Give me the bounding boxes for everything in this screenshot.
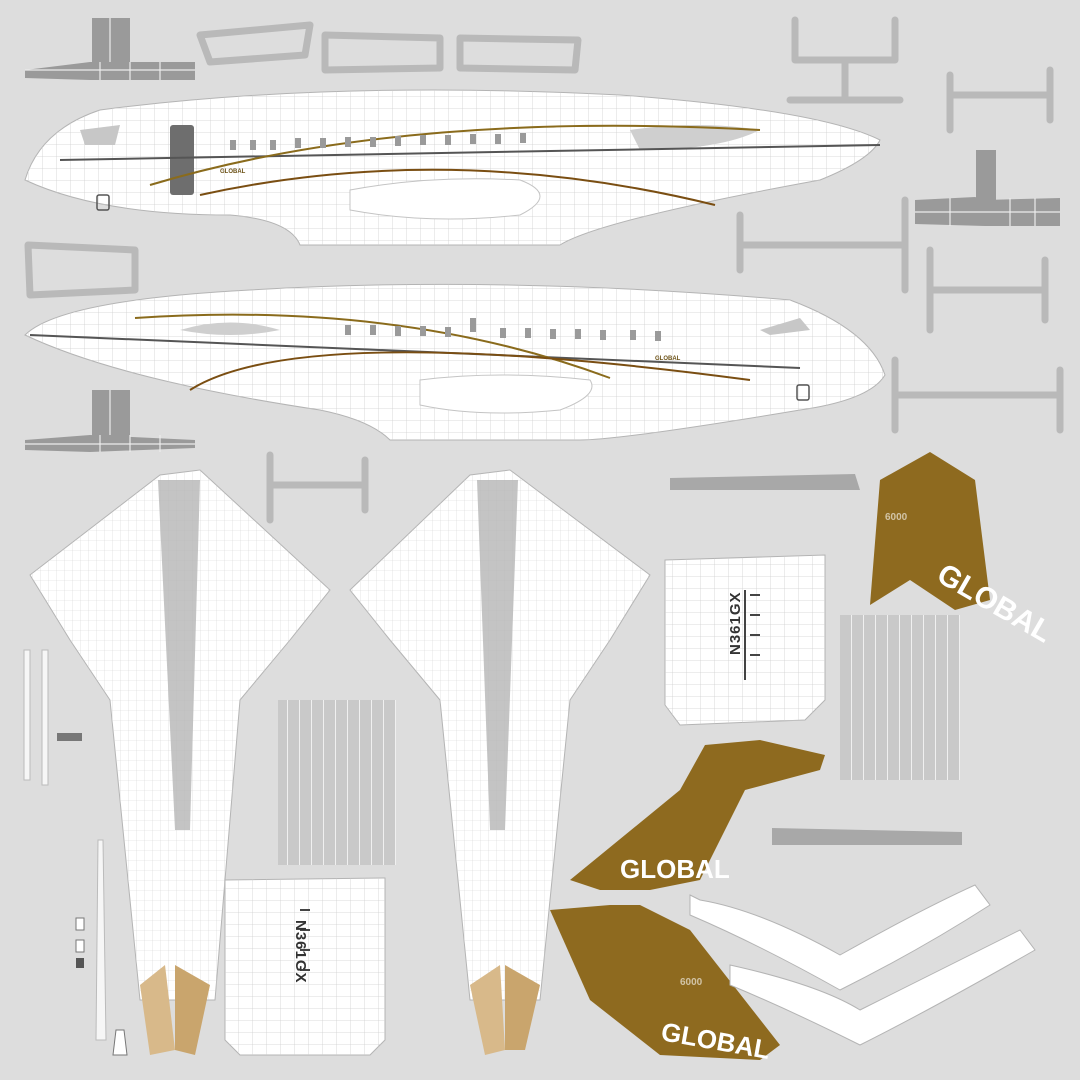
- wing-right: [349, 469, 651, 1055]
- fuselage-right: GLOBAL: [24, 283, 886, 441]
- strut-top: [670, 474, 860, 490]
- engine-nacelle-left: N361GX: [224, 877, 386, 1056]
- panel-texture-right: [840, 615, 960, 780]
- tail-fin-bottom: GLOBAL 6000: [550, 905, 780, 1065]
- window-row-top: [230, 133, 526, 150]
- fuselage-brand-left: GLOBAL: [220, 169, 246, 175]
- fuselage-brand-right: GLOBAL: [655, 356, 681, 362]
- panel-texture-left: [278, 700, 396, 865]
- stabilizer-mid-left: [25, 390, 195, 452]
- small-parts-left: [23, 649, 128, 1056]
- wing-left: [29, 469, 331, 1055]
- window-row-bottom: [345, 318, 661, 341]
- ghost-islands: [24, 16, 1064, 524]
- strake-lower: [729, 929, 1036, 1046]
- strake-upper: [689, 884, 991, 991]
- strut-mid: [772, 828, 962, 845]
- stabilizer-top-left: [25, 18, 195, 80]
- tail-model-top: 6000: [885, 512, 908, 523]
- stabilizer-right: [915, 150, 1060, 226]
- tail-fin-middle: GLOBAL: [570, 740, 825, 890]
- nacelle-registration-left: N361GX: [292, 920, 309, 984]
- tail-brand-middle: GLOBAL: [620, 854, 730, 884]
- tail-model-bottom: 6000: [680, 977, 703, 988]
- fuselage-left: GLOBAL: [24, 89, 881, 246]
- nacelle-registration-right: N361GX: [727, 591, 744, 655]
- engine-nacelle-right: N361GX: [664, 554, 826, 726]
